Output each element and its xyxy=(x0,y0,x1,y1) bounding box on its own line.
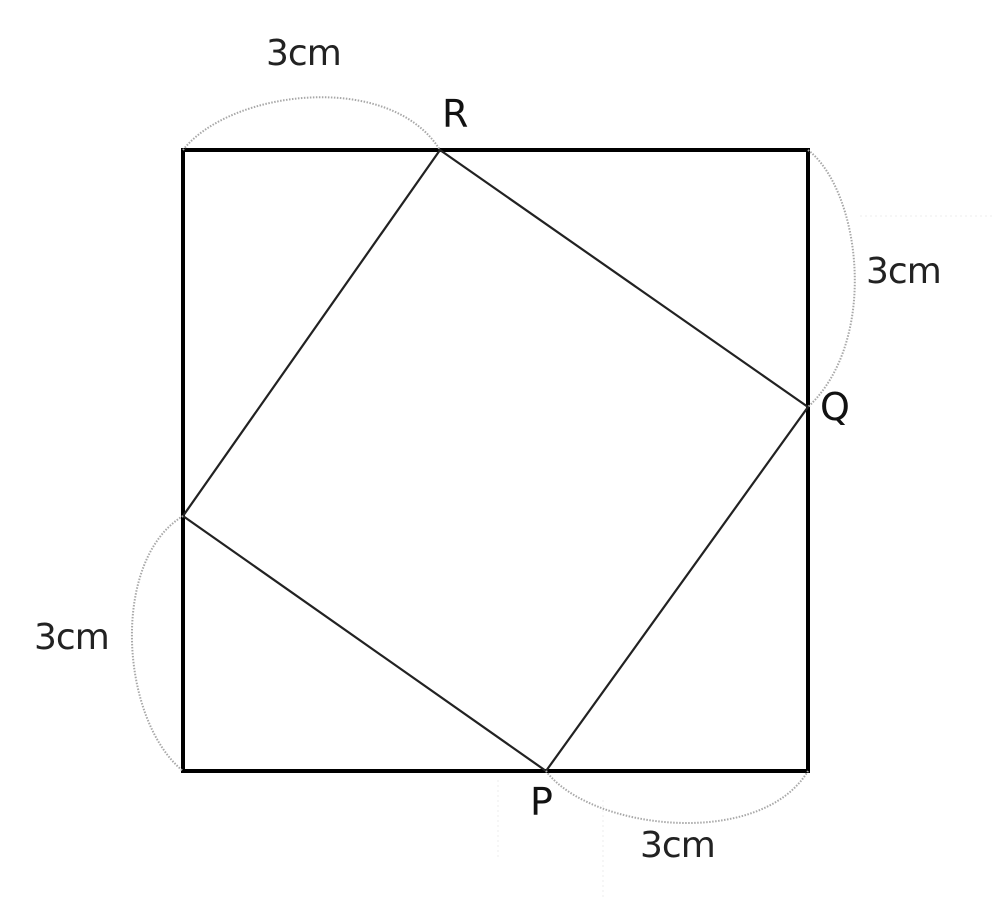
dimension-arc-left xyxy=(130,515,184,772)
inner-square xyxy=(181,148,810,773)
point-label-q: Q xyxy=(820,385,850,429)
dimension-label-right: 3cm xyxy=(866,251,941,292)
point-label-r: R xyxy=(442,92,468,136)
outer-square xyxy=(181,148,810,773)
dimension-arc-top xyxy=(182,96,441,151)
dimension-arc-right xyxy=(807,149,856,408)
dimension-label-left: 3cm xyxy=(34,617,109,658)
point-label-p: P xyxy=(530,780,553,824)
dimension-label-top: 3cm xyxy=(266,33,341,74)
dimension-label-bottom: 3cm xyxy=(640,825,715,866)
dimension-arc-bottom xyxy=(545,770,809,825)
